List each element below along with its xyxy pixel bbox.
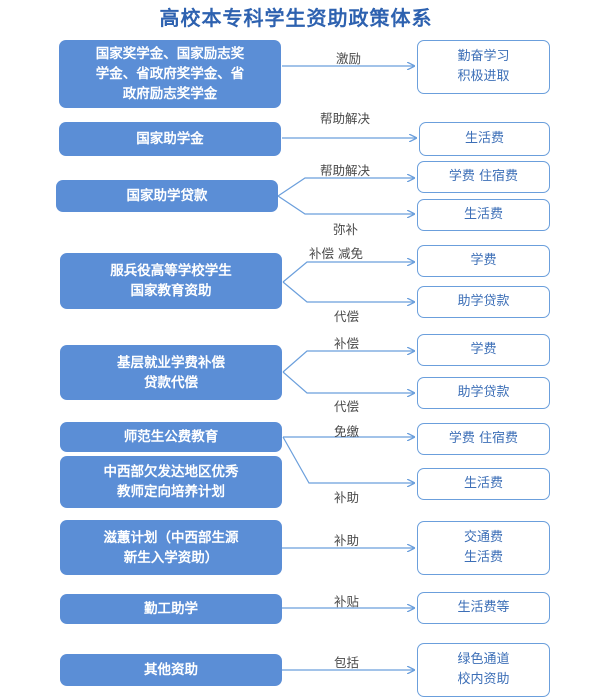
edge-label-subsidy-2: 补助: [334, 533, 360, 548]
edge-label-repay-1: 代偿: [334, 309, 360, 324]
benefit-box-living-cost-2: 生活费: [417, 199, 550, 231]
benefit-box-living-cost-1: 生活费: [419, 122, 550, 156]
arrow-5b: [282, 371, 414, 393]
benefit-box-tuition-2: 学费: [417, 334, 550, 366]
policy-box-scholarship: 国家奖学金、国家励志奖 学金、省政府奖学金、省 政府励志奖学金: [59, 40, 281, 108]
page-title: 高校本专科学生资助政策体系: [159, 6, 433, 30]
edge-label-compensate: 补偿: [334, 336, 360, 351]
edge-label-repay-2: 代偿: [334, 399, 360, 414]
policy-box-zihui-plan: 滋蕙计划（中西部生源 新生入学资助）: [60, 520, 282, 575]
policy-box-other-aid: 其他资助: [60, 654, 282, 686]
edge-label-include: 包括: [334, 655, 360, 670]
benefit-box-tuition-lodging-1: 学费 住宿费: [417, 161, 550, 193]
edge-label-help-solve-2: 帮助解决: [320, 163, 371, 178]
arrow-3b: [277, 195, 414, 214]
policy-box-national-grant: 国家助学金: [59, 122, 281, 156]
policy-box-teacher-training: 中西部欠发达地区优秀 教师定向培养计划: [60, 456, 282, 508]
benefit-box-transport-living: 交通费 生活费: [417, 521, 550, 575]
arrow-4a: [282, 262, 414, 283]
policy-box-national-loan: 国家助学贷款: [56, 180, 278, 212]
benefit-box-green-channel: 绿色通道 校内资助: [417, 643, 550, 697]
edge-label-compensate-reduce: 补偿 减免: [309, 246, 363, 261]
policy-box-military-service: 服兵役高等学校学生 国家教育资助: [60, 253, 282, 309]
edge-label-allowance: 补贴: [334, 594, 360, 609]
policy-box-grassroots-employment: 基层就业学费补偿 贷款代偿: [60, 345, 282, 400]
policy-box-work-study: 勤工助学: [60, 594, 282, 624]
benefit-box-tuition-1: 学费: [417, 245, 550, 277]
benefit-box-student-loan-1: 助学贷款: [417, 286, 550, 318]
benefit-box-tuition-lodging-2: 学费 住宿费: [417, 423, 550, 455]
benefit-box-student-loan-2: 助学贷款: [417, 377, 550, 409]
edge-label-subsidy-1: 补助: [334, 490, 360, 505]
benefit-box-living-cost-etc: 生活费等: [417, 592, 550, 624]
arrow-7: [282, 436, 414, 483]
edge-label-exempt: 免缴: [334, 424, 360, 439]
edge-label-help-solve-1: 帮助解决: [320, 111, 371, 126]
edge-label-incentive: 激励: [336, 51, 362, 66]
arrow-3a: [277, 178, 414, 197]
edge-label-make-up: 弥补: [333, 222, 359, 237]
benefit-box-living-cost-3: 生活费: [417, 468, 550, 500]
arrow-4b: [282, 281, 414, 302]
arrow-5a: [282, 351, 414, 373]
benefit-box-study-hard: 勤奋学习 积极进取: [417, 40, 550, 94]
policy-box-normal-student: 师范生公费教育: [60, 422, 282, 452]
